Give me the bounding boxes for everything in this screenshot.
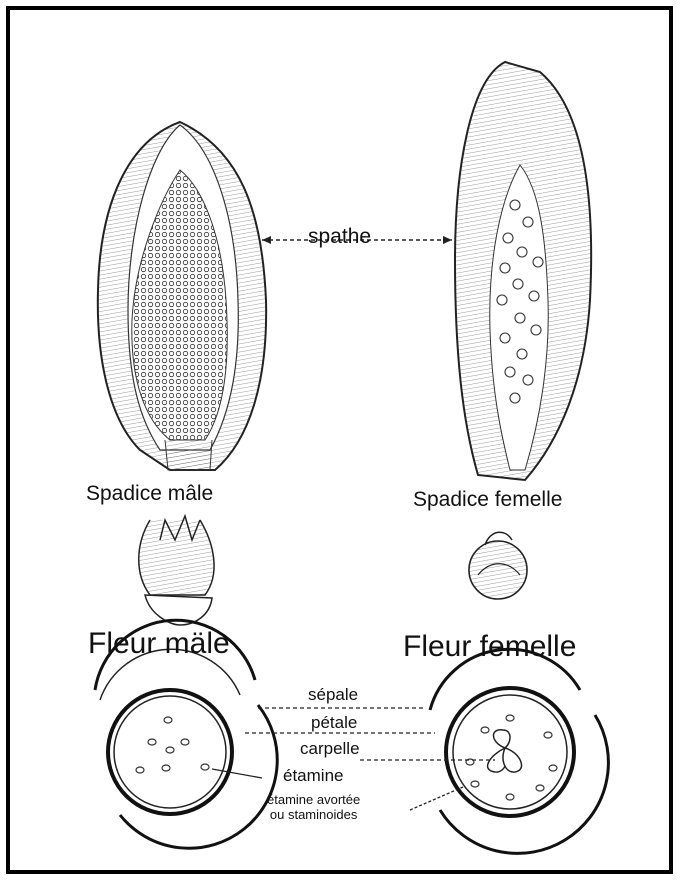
fleur-femelle-label: Fleur femelle xyxy=(403,630,576,664)
spathe-label: spathe xyxy=(308,225,371,249)
petale-label: pétale xyxy=(311,713,357,733)
female-floral-diagram xyxy=(430,649,608,853)
male-spadix-drawing xyxy=(98,122,266,470)
etamine-avortee-label: étamine avortée ou staminoides xyxy=(267,792,360,822)
male-flower-drawing xyxy=(139,516,214,625)
etamine-avortee-line1: étamine avortée xyxy=(267,792,360,807)
etamine-avortee-line2: ou staminoides xyxy=(267,807,360,822)
spadice-male-label: Spadice mâle xyxy=(86,482,213,506)
carpelle-label: carpelle xyxy=(300,739,360,759)
fleur-male-label: Fleur mäle xyxy=(88,627,230,661)
female-flower-drawing xyxy=(469,532,527,599)
etamine-label: étamine xyxy=(283,766,343,786)
sepale-label: sépale xyxy=(308,685,358,705)
spadice-femelle-label: Spadice femelle xyxy=(413,488,562,512)
female-spadix-drawing xyxy=(455,62,591,480)
